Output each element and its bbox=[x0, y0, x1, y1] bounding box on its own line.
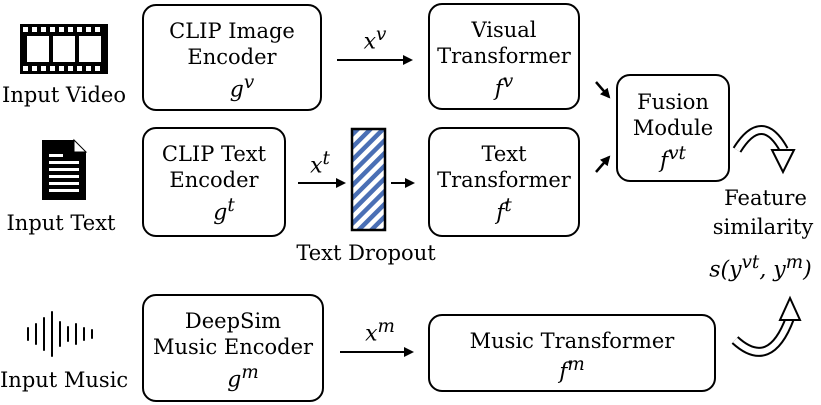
clip-text-encoder-symbol: gt bbox=[213, 195, 235, 226]
visual-transformer-box: Visual Transformer fv bbox=[428, 3, 580, 110]
deepsim-encoder-symbol: gm bbox=[227, 362, 259, 393]
arrow-text-to-fusion bbox=[595, 155, 611, 173]
clip-text-encoder-line2: Encoder bbox=[169, 168, 259, 192]
clip-image-encoder-symbol: gv bbox=[229, 72, 255, 103]
input-music-label: Input Music bbox=[0, 368, 129, 392]
visual-transformer-symbol: fv bbox=[494, 71, 514, 102]
film-strip-icon bbox=[20, 24, 108, 74]
music-transformer-symbol: fm bbox=[559, 354, 585, 385]
feature-similarity-line1: Feature bbox=[724, 186, 807, 210]
text-transformer-line2: Transformer bbox=[437, 168, 571, 192]
document-icon bbox=[42, 138, 88, 200]
feature-x-m-label: xm bbox=[365, 316, 395, 347]
clip-text-encoder-box: CLIP Text Encoder gt bbox=[142, 127, 286, 237]
feature-x-t-label: xt bbox=[310, 148, 330, 179]
audio-waveform-icon bbox=[27, 311, 93, 357]
deepsim-encoder-line2: Music Encoder bbox=[152, 335, 314, 359]
music-transformer-line1: Music Transformer bbox=[469, 329, 675, 353]
input-text-label: Input Text bbox=[6, 211, 116, 235]
fusion-module-box: Fusion Module fvt bbox=[616, 74, 730, 182]
feature-similarity-formula: s(yvt, ym) bbox=[709, 252, 812, 283]
feature-similarity-line2: similarity bbox=[712, 215, 814, 239]
arrow-visual-to-fusion bbox=[595, 81, 611, 99]
clip-image-encoder-box: CLIP Image Encoder gv bbox=[142, 4, 322, 111]
visual-transformer-line1: Visual bbox=[471, 18, 537, 42]
text-transformer-symbol: ft bbox=[496, 195, 512, 226]
input-video-label: Input Video bbox=[2, 83, 126, 107]
similarity-curved-arrow-top bbox=[732, 125, 796, 175]
clip-image-encoder-line1: CLIP Image bbox=[169, 19, 295, 43]
fusion-module-line2: Module bbox=[632, 116, 714, 140]
feature-x-v-label: xv bbox=[363, 24, 387, 55]
clip-text-encoder-line1: CLIP Text bbox=[161, 142, 267, 166]
similarity-curved-arrow-bottom bbox=[731, 295, 802, 357]
deepsim-encoder-line1: DeepSim bbox=[184, 309, 282, 333]
text-transformer-box: Text Transformer ft bbox=[428, 127, 580, 237]
deepsim-music-encoder-box: DeepSim Music Encoder gm bbox=[142, 294, 324, 402]
text-transformer-line1: Text bbox=[481, 142, 527, 166]
text-dropout-label: Text Dropout bbox=[296, 241, 436, 265]
clip-image-encoder-line2: Encoder bbox=[187, 45, 277, 69]
fusion-module-symbol: fvt bbox=[660, 143, 686, 174]
music-transformer-box: Music Transformer fm bbox=[428, 314, 716, 392]
visual-transformer-line2: Transformer bbox=[437, 44, 571, 68]
fusion-module-line1: Fusion bbox=[637, 90, 709, 114]
text-dropout-bar bbox=[350, 127, 387, 232]
